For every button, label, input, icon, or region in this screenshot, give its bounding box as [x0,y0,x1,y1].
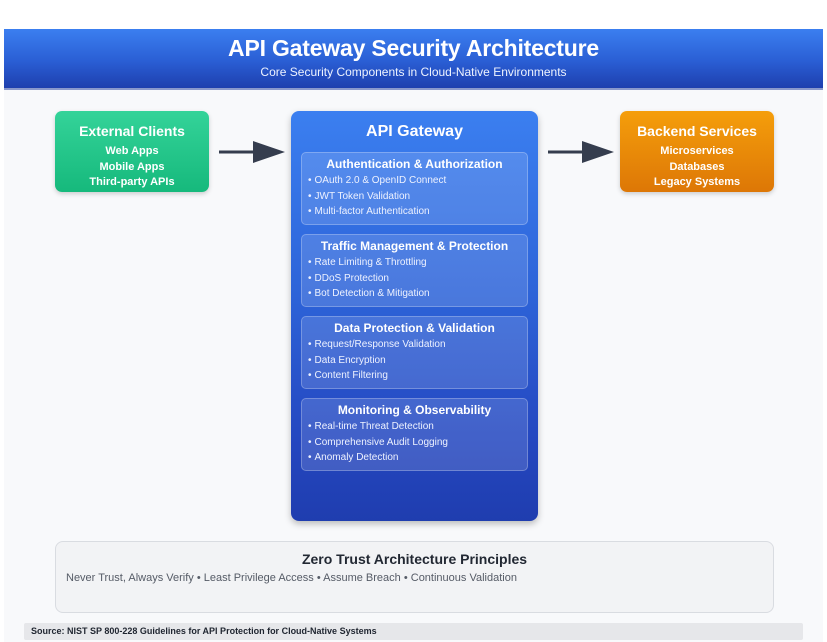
section-item: •Request/Response Validation [308,339,446,350]
source-caption: Source: NIST SP 800-228 Guidelines for A… [24,623,803,640]
section-item: •Comprehensive Audit Logging [308,436,448,448]
section-title: Data Protection & Validation [334,321,495,335]
gateway-section-data-protection: Data Protection & Validation •Request/Re… [301,316,528,389]
api-gateway-box: API Gateway Authentication & Authorizati… [291,111,538,521]
section-item: •OAuth 2.0 & OpenID Connect [308,175,447,186]
section-item: •Anomaly Detection [308,452,399,463]
section-title: Authentication & Authorization [326,157,503,171]
arrow-head [582,141,614,163]
header-banner: API Gateway Security Architecture Core S… [4,29,823,90]
client-item: Mobile Apps [99,160,165,173]
api-gateway-title: API Gateway [366,123,463,140]
client-item: Web Apps [105,145,159,157]
page-subtitle: Core Security Components in Cloud-Native… [260,65,567,79]
section-item: •JWT Token Validation [308,190,411,202]
diagram-canvas: API Gateway Security Architecture Core S… [4,29,823,642]
backend-services-box: Backend Services Microservices Databases… [620,111,774,192]
gateway-section-monitoring: Monitoring & Observability •Real-time Th… [301,398,528,471]
section-title: Traffic Management & Protection [320,239,509,253]
arrow-right-icon [219,141,285,163]
external-clients-box: External Clients Web Apps Mobile Apps Th… [55,111,209,192]
section-item: •Real-time Threat Detection [308,421,434,432]
arrow-head [253,141,285,163]
section-item: •Bot Detection & Mitigation [308,288,430,299]
gateway-section-authentication: Authentication & Authorization •OAuth 2.… [301,152,528,225]
zero-trust-panel: Zero Trust Architecture Principles Never… [55,541,774,613]
backend-item: Legacy Systems [653,176,741,188]
backend-services-title: Backend Services [637,123,757,139]
backend-item: Microservices [660,145,734,157]
section-item: •Content Filtering [308,370,388,381]
zero-trust-principles: Never Trust, Always Verify • Least Privi… [66,572,517,584]
section-item: •Rate Limiting & Throttling [308,257,427,268]
gateway-section-traffic: Traffic Management & Protection •Rate Li… [301,234,528,307]
section-item: •DDoS Protection [308,272,389,284]
client-item: Third-party APIs [89,176,175,188]
external-clients-title: External Clients [79,123,185,139]
arrow-right-icon [548,141,614,163]
zero-trust-title: Zero Trust Architecture Principles [301,551,528,567]
section-title: Monitoring & Observability [337,403,492,417]
backend-item: Databases [669,160,725,173]
section-item: •Data Encryption [308,354,386,366]
page-title: API Gateway Security Architecture [228,35,599,61]
section-item: •Multi-factor Authentication [308,206,430,217]
